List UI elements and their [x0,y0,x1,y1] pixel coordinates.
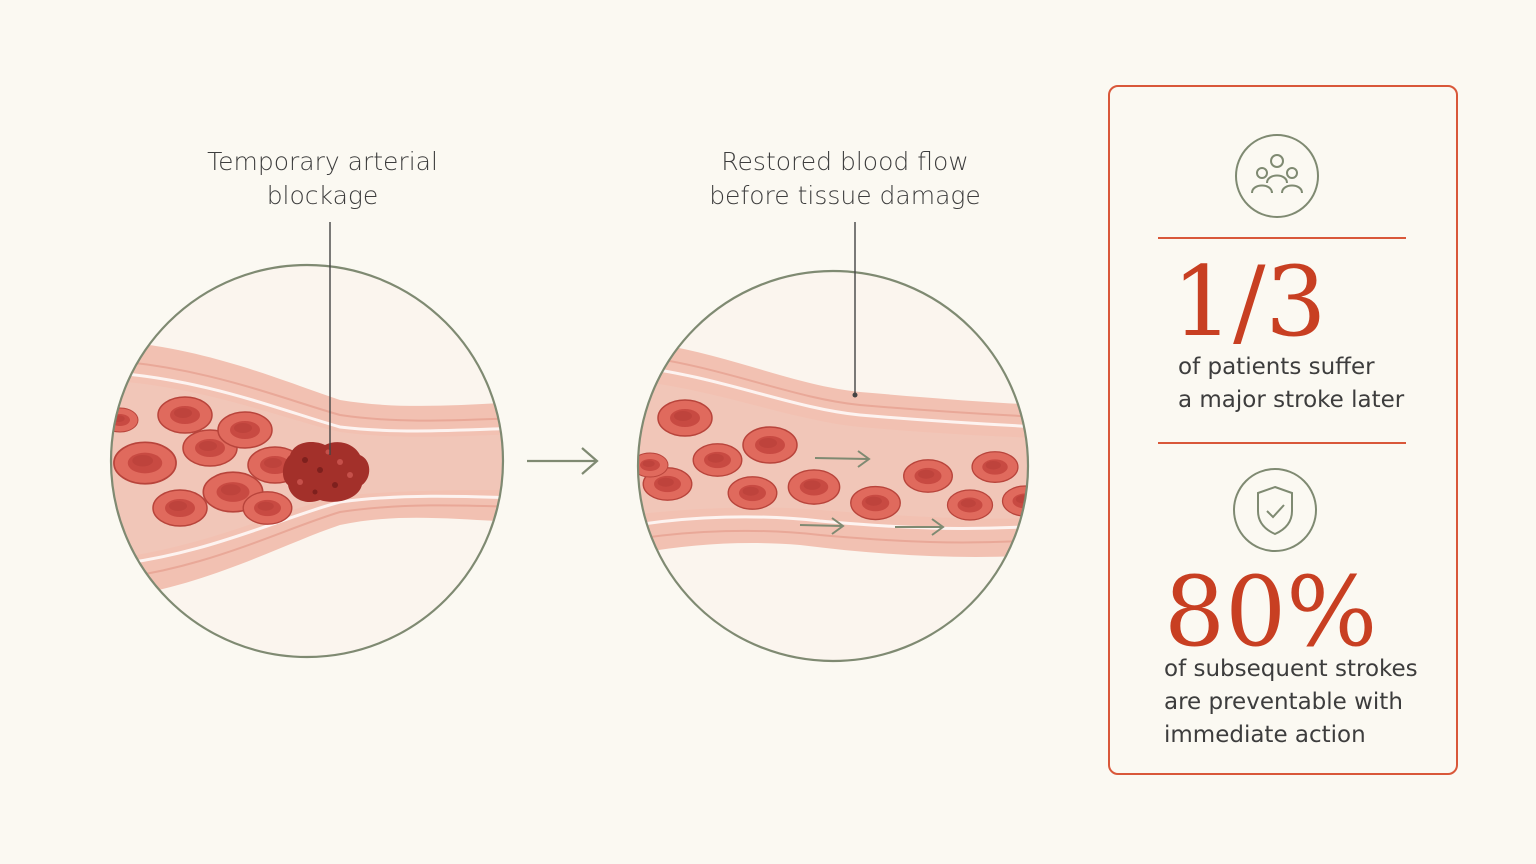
restored-flow-label-line-1: Restored blood flow [721,147,969,176]
stat-eighty-percent-text-line-3: immediate action [1164,722,1366,748]
red-blood-cell [157,396,213,434]
red-blood-cell [692,443,743,477]
stat-eighty-percent-text: of subsequent strokes are preventable wi… [1164,653,1418,752]
red-blood-cell [657,399,713,437]
red-blood-cell [946,489,994,521]
left-circle-illustration [109,222,505,659]
shield-check-icon [1233,468,1317,552]
stat-eighty-percent-text-line-2: are preventable with [1164,689,1403,715]
stats-panel: 1/3 of patients suffer a major stroke la… [1108,85,1458,775]
red-blood-cell [217,411,273,449]
red-blood-cell [113,441,177,485]
flow-arrows [799,450,945,536]
red-blood-cell [849,485,902,521]
red-blood-cell [971,451,1019,483]
right-circle-illustration [636,222,1030,663]
stat-one-third-text-line-2: a major stroke later [1178,387,1405,413]
blood-clot [282,442,370,503]
stat-one-third-value: 1/3 [1172,246,1327,358]
transition-arrow [527,447,599,475]
restored-flow-label: Restored blood flow before tissue damage [700,145,990,213]
red-blood-cell [727,476,778,510]
restored-flow-label-line-2: before tissue damage [709,181,981,210]
red-blood-cell [111,407,139,433]
red-blood-cell [242,491,293,525]
red-blood-cell [787,469,841,505]
stat-eighty-percent-text-line-1: of subsequent strokes [1164,656,1418,682]
stat-one-third-text-line-1: of patients suffer [1178,354,1375,380]
red-blood-cell [742,426,798,464]
blockage-label-line-2: blockage [266,181,379,210]
blockage-label: Temporary arterial blockage [170,145,475,213]
stat-one-third-text: of patients suffer a major stroke later [1178,351,1404,417]
red-blood-cell [903,459,953,493]
stat-eighty-percent-value: 80% [1164,556,1378,668]
stats-divider-middle [1158,442,1406,444]
stats-divider-top [1158,237,1406,239]
people-group-icon [1235,134,1319,218]
blockage-label-line-1: Temporary arterial [207,147,438,176]
red-blood-cell [152,489,208,527]
